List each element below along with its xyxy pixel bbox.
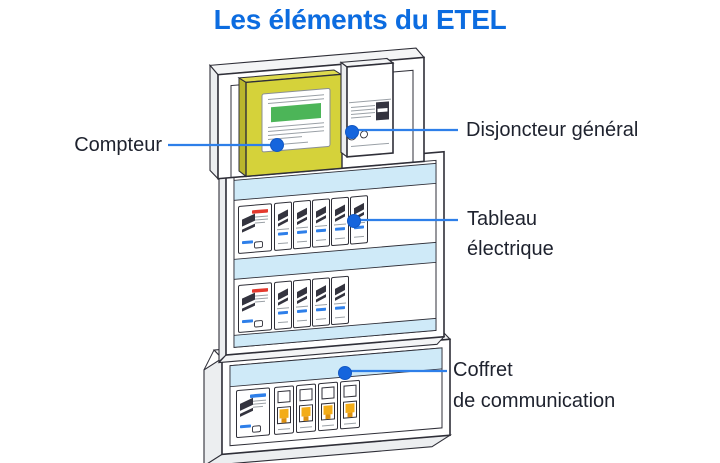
- label-tableau-electrique: Tableau électrique: [467, 204, 554, 264]
- cable-duct-band: [233, 241, 437, 280]
- label-disjoncteur: Disjoncteur général: [466, 119, 639, 141]
- electrical-panel: [217, 150, 446, 364]
- callouts: [168, 125, 458, 380]
- cable-duct-band: [233, 162, 437, 201]
- differential-breaker: [237, 282, 273, 333]
- rj45-module: [339, 379, 361, 430]
- callout-dot-disjoncteur: [345, 125, 359, 139]
- cable-duct-band: [233, 317, 437, 348]
- label-coffret-line1: Coffret: [453, 359, 513, 381]
- comm-master-module: [235, 387, 271, 439]
- main-breaker-unit: [339, 57, 395, 158]
- circuit-breaker: [330, 196, 350, 247]
- circuit-breaker: [273, 201, 293, 251]
- callout-dot-coffret: [338, 366, 352, 380]
- circuit-breaker: [311, 277, 331, 327]
- meter-board: [208, 47, 426, 181]
- callout-dot-compteur: [270, 138, 284, 152]
- callout-dot-tableau: [347, 214, 361, 228]
- label-coffret-communication: Coffret de communication: [453, 355, 615, 417]
- rj45-module: [295, 383, 317, 434]
- page-title: Les éléments du ETEL: [213, 4, 507, 35]
- meter-unit: [237, 69, 343, 178]
- label-tableau-line1: Tableau: [467, 208, 538, 230]
- circuit-breaker: [292, 199, 312, 250]
- rj45-module: [273, 385, 295, 435]
- circuit-breaker: [311, 198, 331, 248]
- rj45-module: [317, 381, 339, 432]
- circuit-breaker: [273, 280, 293, 330]
- circuit-breaker: [330, 275, 350, 326]
- label-coffret-line2: de communication: [453, 390, 616, 412]
- meter-display-screen: [271, 103, 321, 123]
- label-compteur: Compteur: [74, 134, 162, 156]
- cable-duct-band: [229, 347, 443, 388]
- differential-breaker: [237, 203, 273, 254]
- label-tableau-line2: électrique: [467, 238, 554, 260]
- communication-box: [201, 330, 453, 463]
- enclosure-group: [201, 47, 453, 463]
- circuit-breaker: [292, 278, 312, 329]
